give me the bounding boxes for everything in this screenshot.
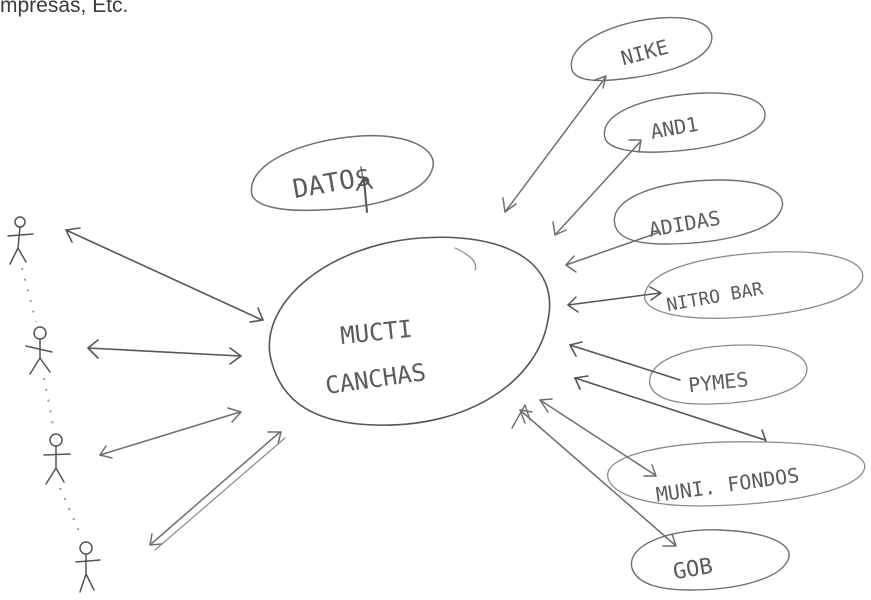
- partner-muni: MUNI. FONDOS: [607, 441, 866, 507]
- partner-adidas-label: ADIDAS: [647, 206, 722, 242]
- partner-adidas: ADIDAS: [613, 179, 784, 245]
- partner-arrows: [502, 75, 767, 547]
- central-node-line1: MUCTI: [339, 315, 414, 350]
- user-links: [21, 267, 83, 539]
- partner-gob: GOB: [630, 529, 790, 591]
- central-node-line2: CANCHAS: [324, 358, 428, 400]
- partner-and1: AND1: [603, 92, 766, 153]
- partner-gob-label: GOB: [671, 554, 714, 586]
- partner-nitro: NITRO BAR: [644, 251, 864, 319]
- data-bubble: DATO$: [250, 134, 434, 213]
- partner-nitro-label: NITRO BAR: [665, 278, 765, 316]
- user-figure-2: [25, 326, 53, 375]
- user-arrows: [65, 227, 286, 551]
- partner-pymes: PYMES: [649, 344, 808, 405]
- user-figure-4: [75, 541, 101, 593]
- central-node: MUCTI CANCHAS: [268, 236, 551, 426]
- user-figure-3: [43, 433, 71, 485]
- partner-pymes-label: PYMES: [687, 367, 749, 397]
- user-figure-1: [7, 216, 34, 265]
- partner-and1-label: AND1: [649, 112, 701, 144]
- partner-nike: NIKE: [570, 16, 713, 82]
- partner-muni-label: MUNI. FONDOS: [654, 463, 800, 507]
- partner-nike-label: NIKE: [618, 35, 671, 71]
- caption-text: mpresas, Etc.: [0, 0, 129, 17]
